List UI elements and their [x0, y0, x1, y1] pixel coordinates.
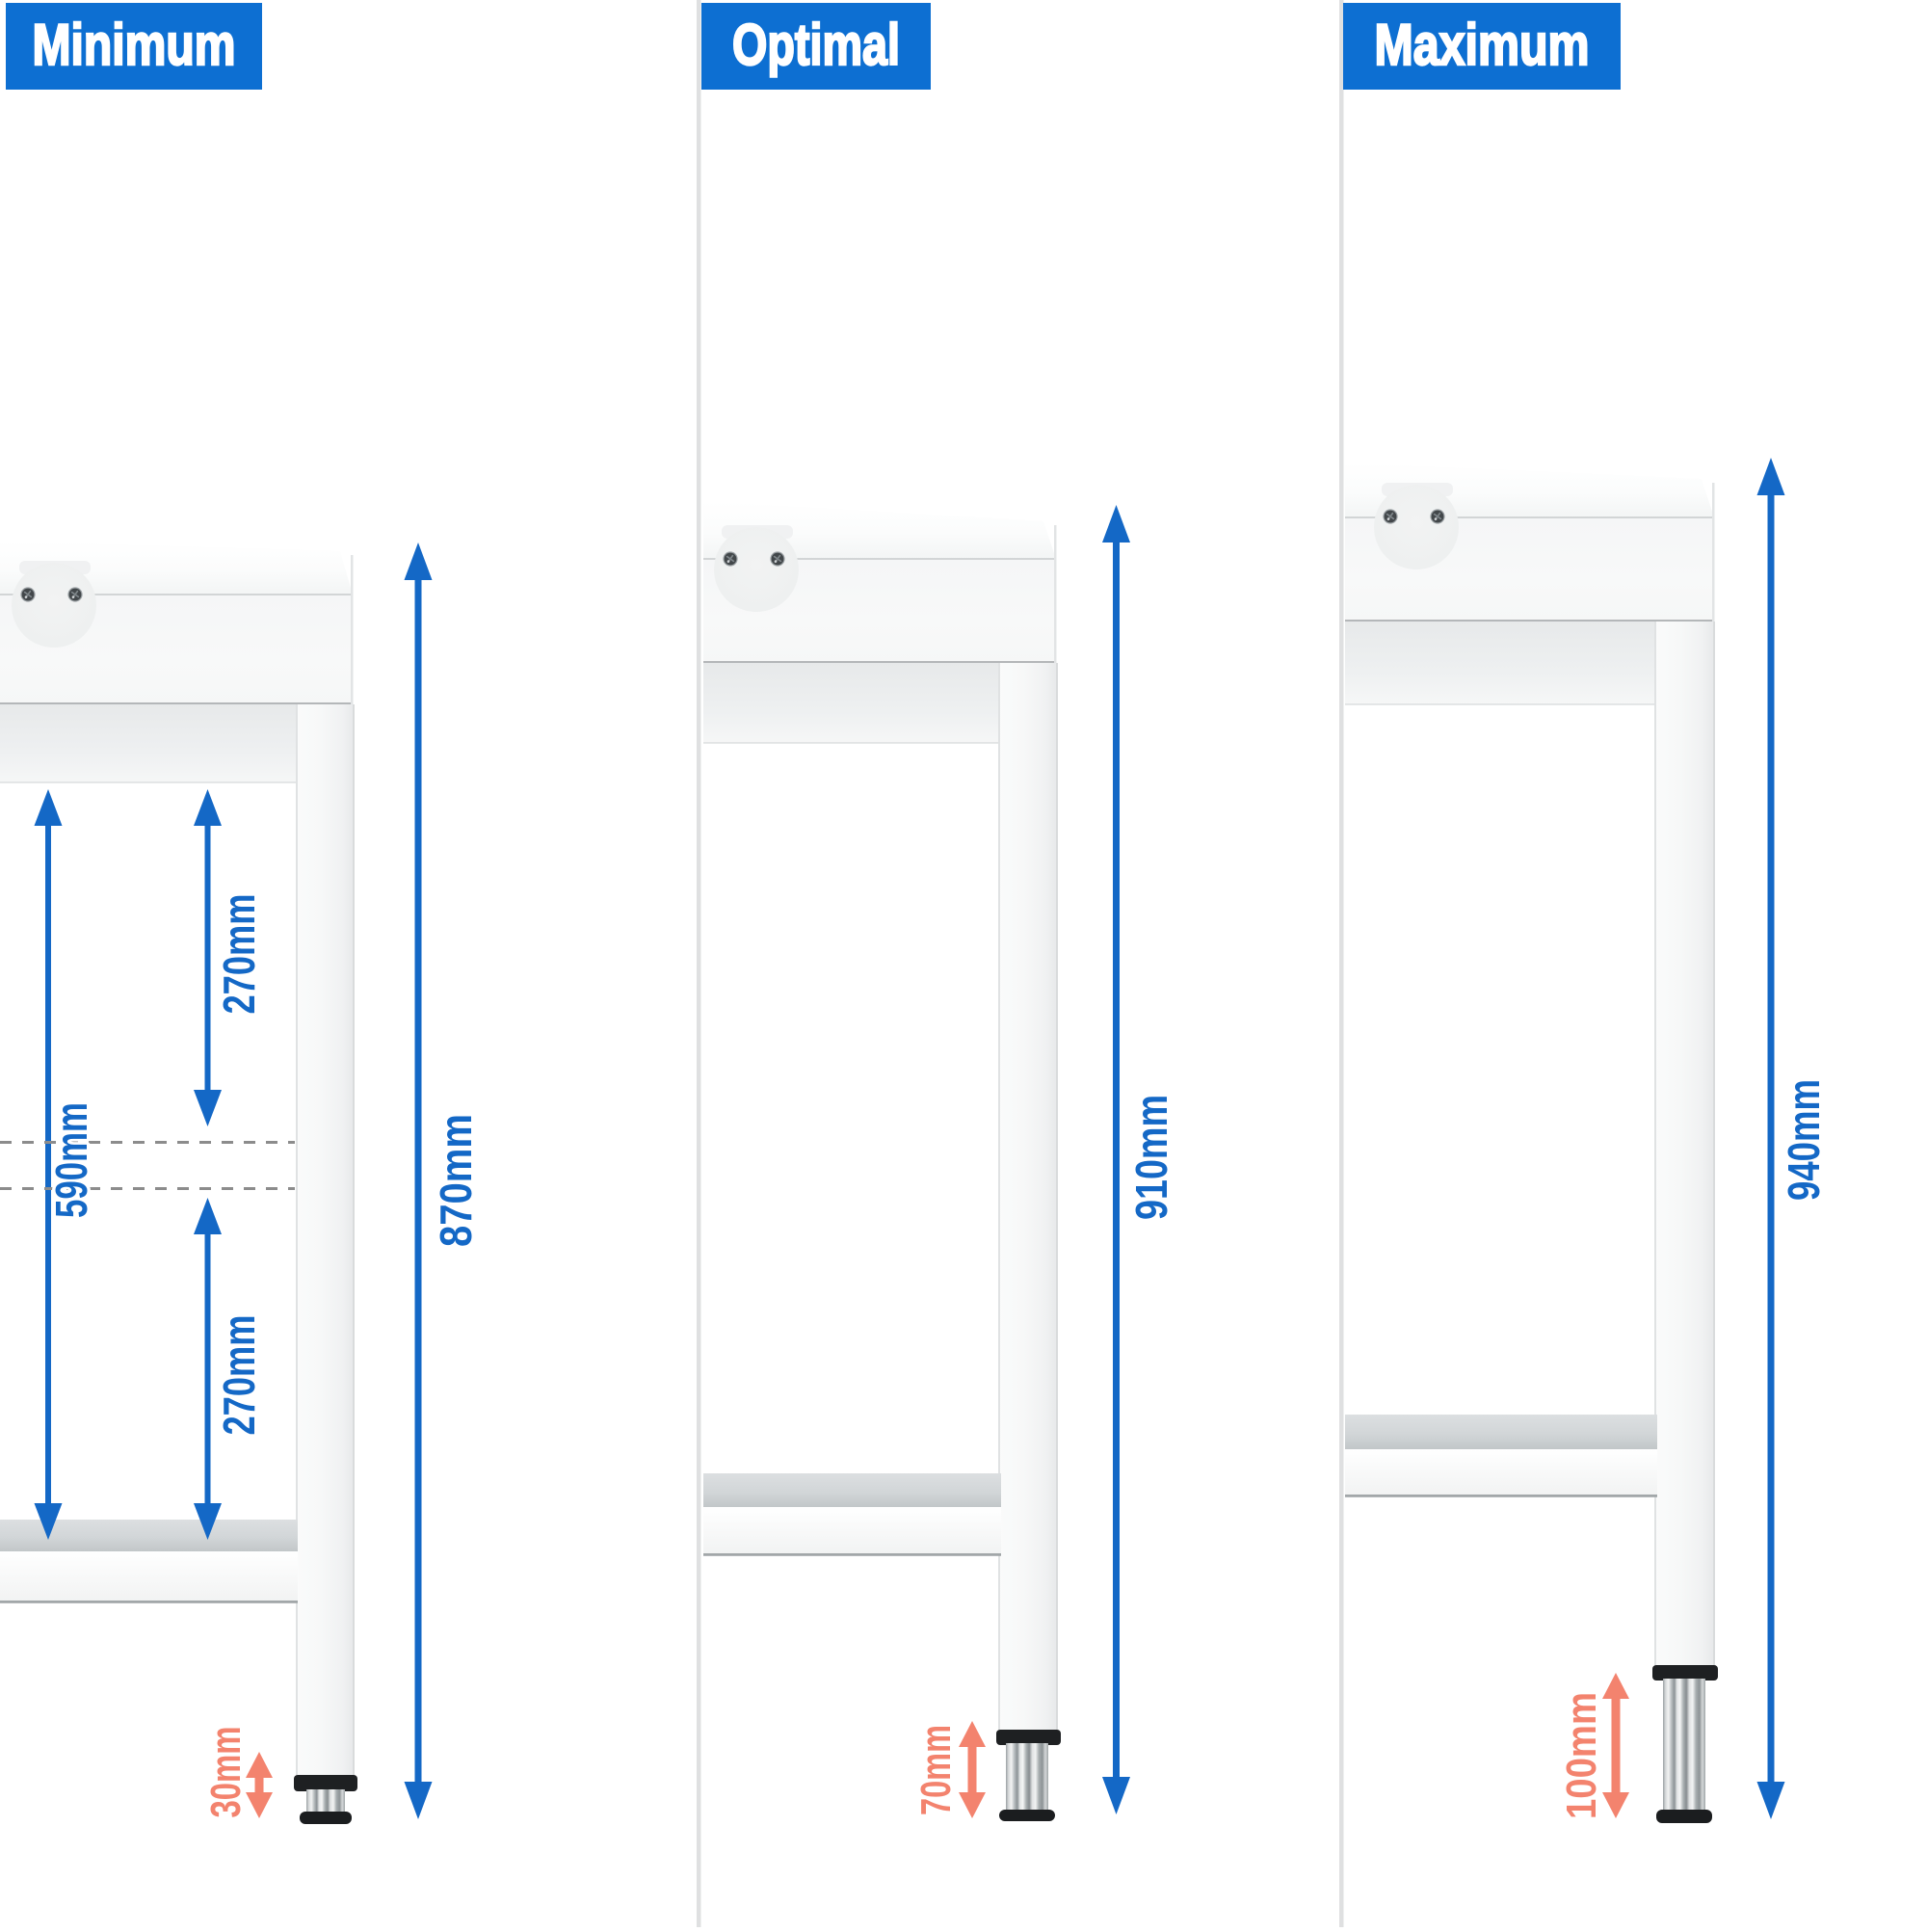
svg-text:Optimal: Optimal: [732, 13, 900, 77]
svg-text:Maximum: Maximum: [1375, 13, 1590, 77]
svg-text:Minimum: Minimum: [33, 13, 236, 77]
svg-text:870mm: 870mm: [431, 1114, 481, 1247]
svg-text:270mm: 270mm: [214, 1315, 264, 1436]
svg-text:100mm: 100mm: [1558, 1692, 1605, 1819]
svg-text:30mm: 30mm: [202, 1727, 250, 1818]
svg-text:270mm: 270mm: [214, 894, 264, 1015]
svg-text:910mm: 910mm: [1126, 1095, 1176, 1220]
svg-text:70mm: 70mm: [912, 1725, 960, 1815]
svg-text:940mm: 940mm: [1779, 1079, 1829, 1201]
svg-text:590mm: 590mm: [46, 1102, 96, 1218]
